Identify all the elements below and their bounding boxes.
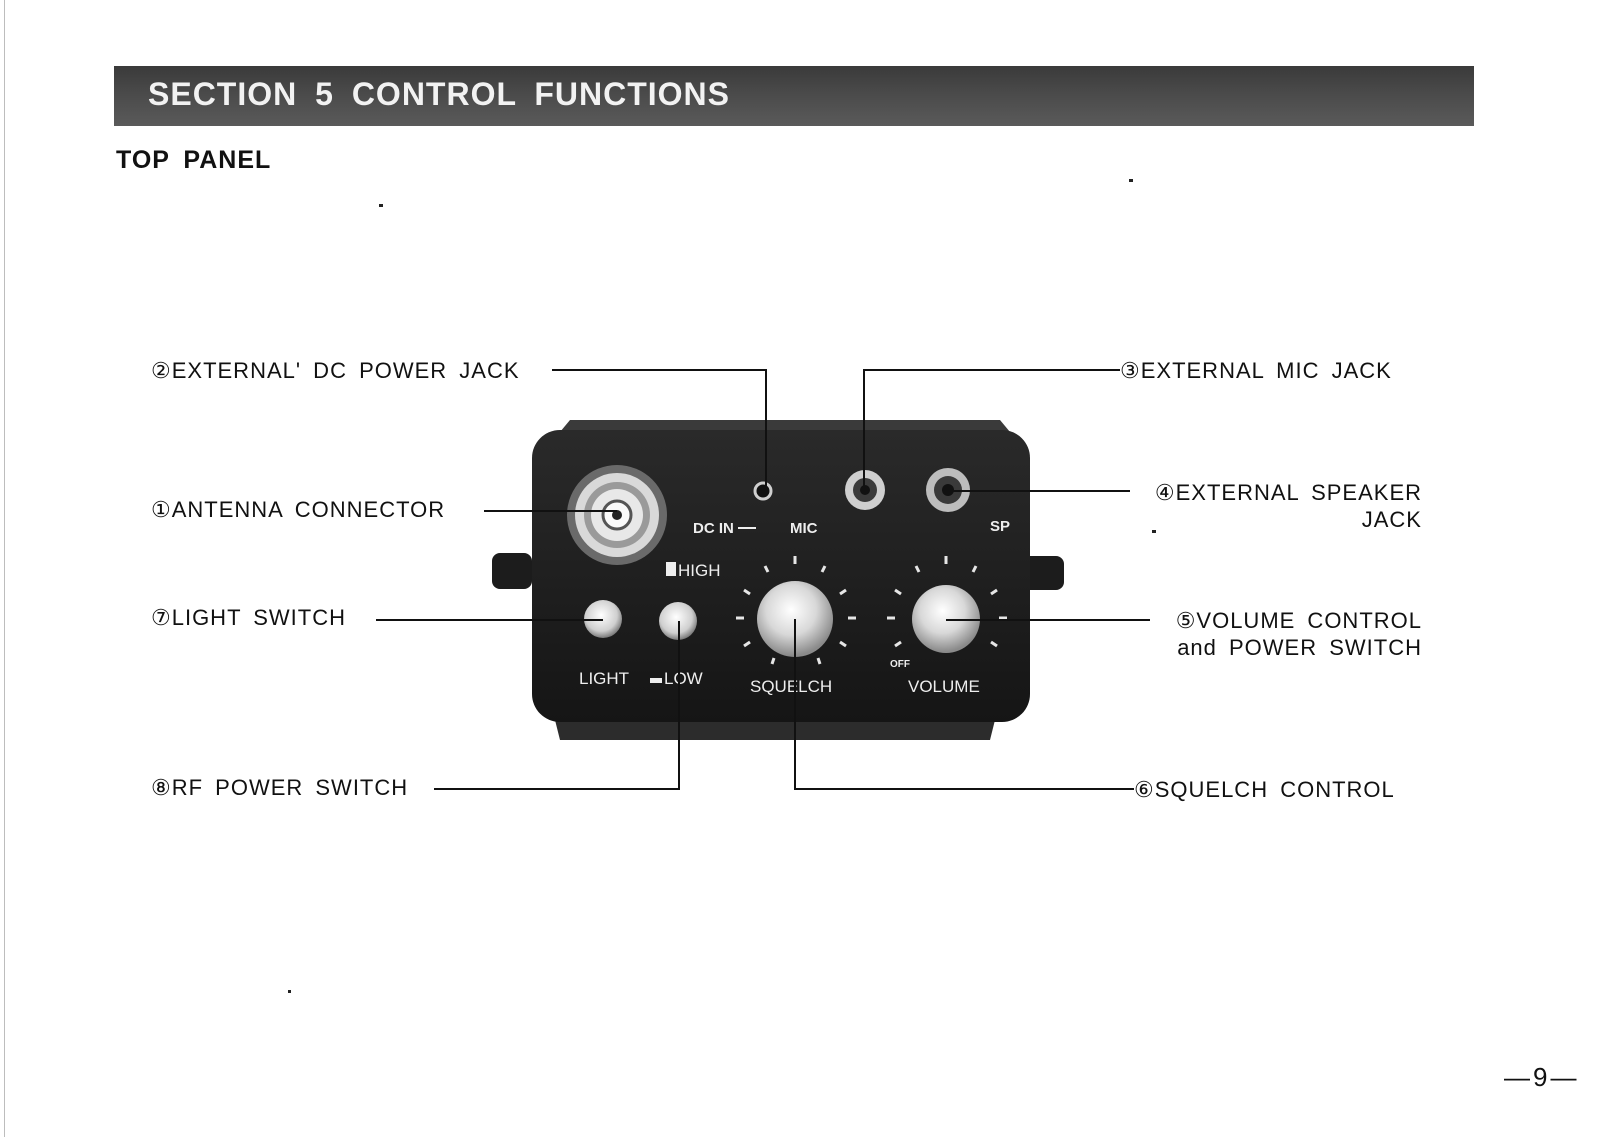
callout-light-switch: ⑦LIGHT SWITCH: [151, 605, 346, 630]
callout-volume-control-line1: ⑤VOLUME CONTROL: [1175, 608, 1422, 633]
panel-label-mic: MIC: [790, 520, 818, 537]
panel-label-light: LIGHT: [579, 669, 629, 688]
callout-speaker-jack-line2: JACK: [1361, 507, 1422, 532]
side-tab-left: [492, 553, 532, 589]
panel-label-low: LOW: [664, 669, 703, 688]
callout-squelch-control: ⑥SQUELCH CONTROL: [1134, 777, 1395, 802]
scan-speck: [1129, 179, 1133, 182]
leader-mic: [863, 369, 1120, 488]
dc-in-jack: [753, 481, 773, 501]
scan-speck: [379, 204, 383, 207]
scan-speck: [288, 990, 291, 993]
panel-label-squelch: SQUELCH: [750, 677, 832, 696]
sp-jack: [926, 468, 970, 512]
leader-squelch: [794, 619, 1134, 790]
panel-label-off: OFF: [890, 659, 910, 670]
sub-heading-top-panel: TOP PANEL: [116, 146, 272, 174]
mic-jack: [845, 470, 885, 510]
panel-label-sp: SP: [990, 518, 1010, 535]
leader-lines: [376, 369, 1150, 790]
callout-speaker-jack-line1: ④EXTERNAL SPEAKER: [1154, 480, 1422, 505]
section-header-bar: SECTION 5 CONTROL FUNCTIONS: [114, 66, 1474, 126]
callout-volume-control-line2: and POWER SWITCH: [1177, 635, 1422, 660]
callout-rf-power-switch: ⑧RF POWER SWITCH: [151, 775, 409, 800]
leader-dc-power: [552, 369, 767, 490]
squelch-knob-ticks: [736, 556, 856, 665]
page-edge: [4, 0, 5, 1137]
side-tab-right: [1022, 556, 1064, 590]
callout-mic-jack: ③EXTERNAL MIC JACK: [1120, 358, 1392, 383]
section-title: SECTION 5 CONTROL FUNCTIONS: [148, 76, 730, 112]
leader-rf-power: [434, 621, 680, 790]
volume-knob-ticks: [887, 556, 1007, 648]
panel-label-high: HIGH: [678, 561, 721, 580]
low-position-mark: [650, 678, 662, 683]
high-position-mark: [666, 562, 676, 576]
antenna-connector: [567, 465, 667, 565]
scan-speck: [1152, 530, 1156, 533]
callout-antenna-connector: ①ANTENNA CONNECTOR: [151, 497, 446, 522]
panel-label-volume: VOLUME: [908, 677, 980, 696]
page-number: —9—: [1504, 1062, 1580, 1092]
panel-label-dc-in: DC IN: [693, 520, 734, 537]
callout-dc-power-jack: ②EXTERNAL' DC POWER JACK: [151, 358, 520, 383]
radio-top-rim: [560, 420, 1010, 432]
